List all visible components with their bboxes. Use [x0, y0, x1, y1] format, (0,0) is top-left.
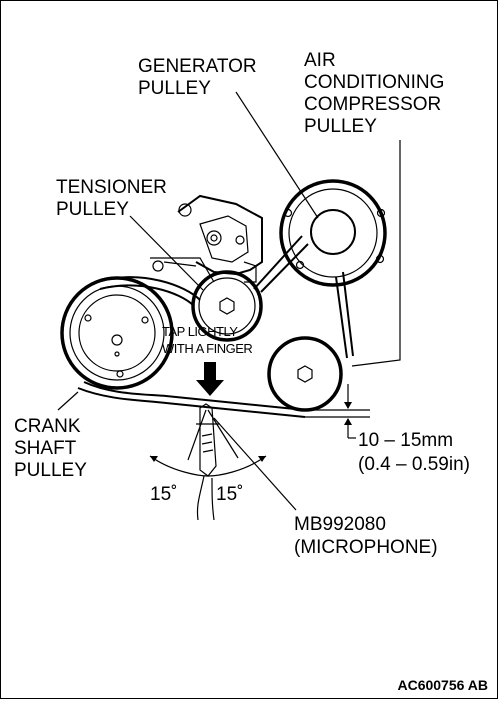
- deflection-label-line1: 10 – 15mm: [358, 430, 453, 451]
- tensioner-label-line2: PULLEY: [56, 199, 129, 220]
- angle-left-label: 15˚: [150, 484, 177, 505]
- ac-label-line1: AIR: [304, 50, 336, 71]
- generator-label-line2: PULLEY: [138, 78, 211, 99]
- crank-label-line2: SHAFT: [14, 438, 77, 459]
- tool-label-line2: (MICROPHONE): [294, 537, 438, 558]
- deflection-label-line2: (0.4 – 0.59in): [358, 454, 470, 475]
- ac-label-line3: COMPRESSOR: [304, 94, 441, 115]
- deflection-indicator: [305, 384, 370, 439]
- ac-label-line4: PULLEY: [304, 116, 377, 137]
- tensioner-bracket: [150, 194, 263, 283]
- crank-label-line3: PULLEY: [14, 460, 87, 481]
- tap-label-line1: TAP LIGHTLY: [162, 324, 238, 339]
- microphone-tool: [149, 403, 267, 521]
- ac-label-line2: CONDITIONING: [304, 72, 444, 93]
- leader-lines: [57, 91, 401, 511]
- figure-code: AC600756 AB: [397, 677, 488, 693]
- generator-pulley: [267, 336, 343, 412]
- ac-compressor-pulley: [279, 179, 387, 287]
- generator-label-line1: GENERATOR: [138, 56, 257, 77]
- angle-right-label: 15˚: [216, 484, 243, 505]
- crank-label-line1: CRANK: [14, 416, 81, 437]
- tap-label-line2: WITH A FINGER: [162, 341, 252, 356]
- tensioner-label-line1: TENSIONER: [56, 177, 167, 198]
- crank-shaft-pulley: [60, 276, 174, 390]
- tool-label-line1: MB992080: [294, 514, 386, 535]
- tap-arrow: [196, 362, 224, 396]
- drive-belt: [77, 235, 354, 418]
